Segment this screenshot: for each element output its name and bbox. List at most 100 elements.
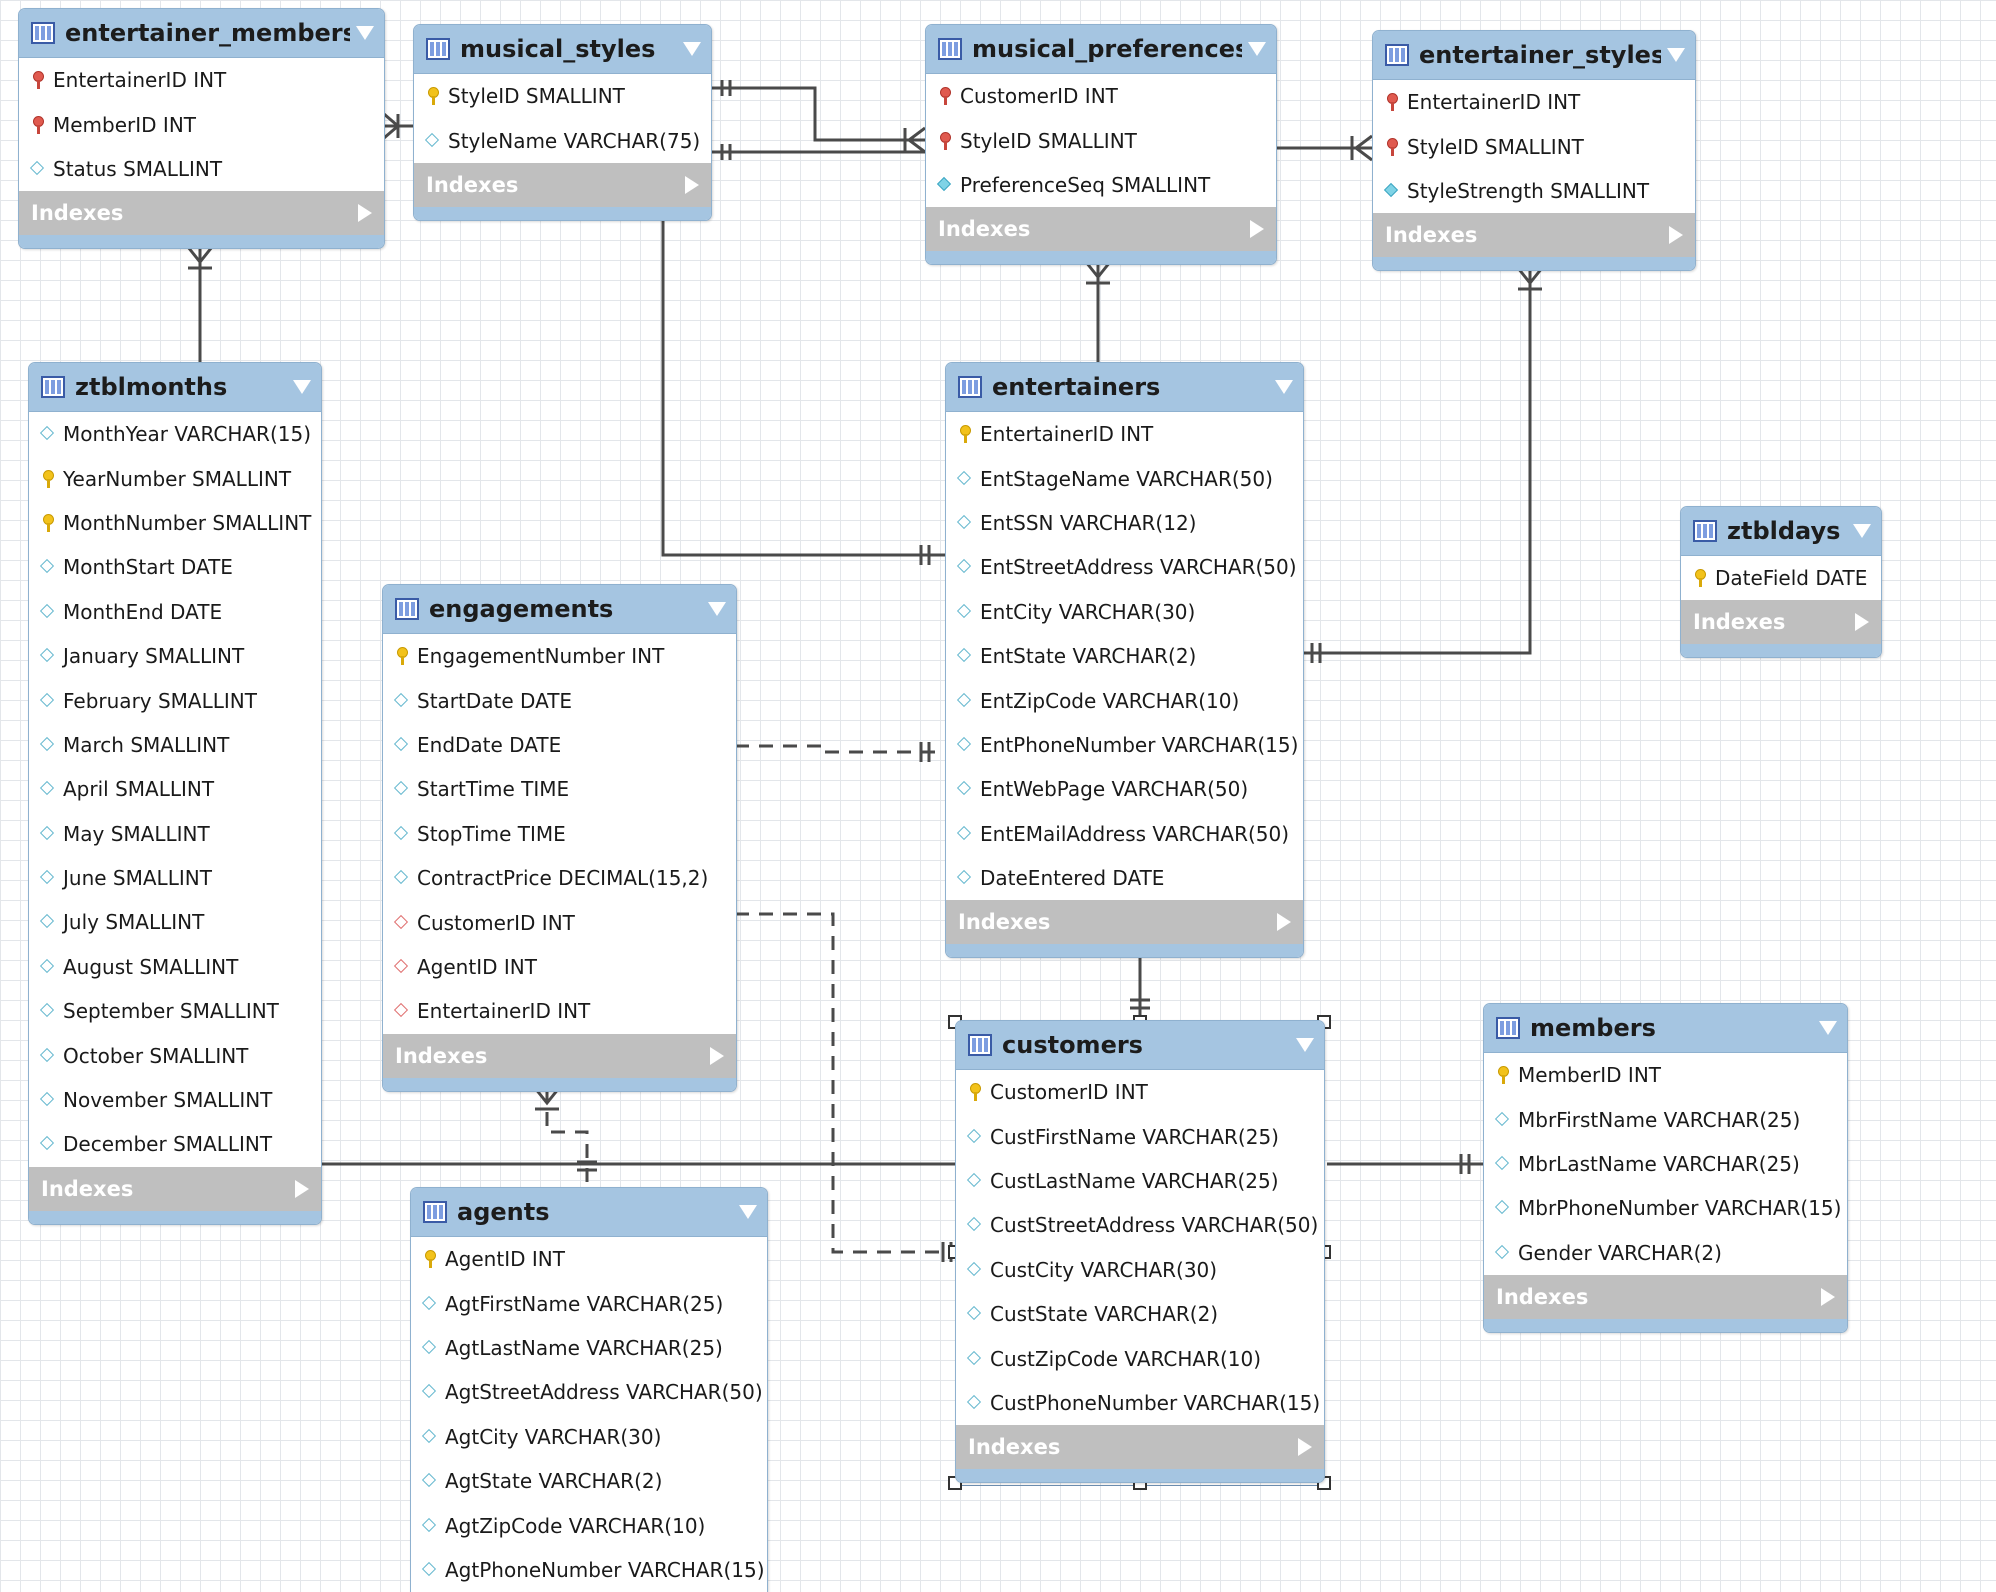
column-row[interactable]: May SMALLINT [29, 812, 321, 856]
column-row[interactable]: MonthEnd DATE [29, 590, 321, 634]
column-row[interactable]: AgtFirstName VARCHAR(25) [411, 1281, 767, 1325]
indexes-bar[interactable]: Indexes [1681, 600, 1881, 645]
expand-arrow-icon[interactable] [1298, 1438, 1312, 1457]
collapse-toggle-icon[interactable] [683, 42, 701, 56]
column-row[interactable]: CustState VARCHAR(2) [956, 1292, 1324, 1336]
table-header[interactable]: entertainer_styles [1373, 31, 1695, 80]
table-header[interactable]: entertainers [946, 363, 1303, 412]
collapse-toggle-icon[interactable] [708, 602, 726, 616]
column-row[interactable]: DateField DATE [1681, 556, 1881, 600]
indexes-bar[interactable]: Indexes [414, 162, 711, 207]
table-header[interactable]: customers [956, 1021, 1324, 1070]
indexes-bar[interactable]: Indexes [1484, 1274, 1847, 1319]
indexes-bar[interactable]: Indexes [956, 1425, 1324, 1470]
column-row[interactable]: MbrFirstName VARCHAR(25) [1484, 1097, 1847, 1141]
collapse-toggle-icon[interactable] [1248, 42, 1266, 56]
column-row[interactable]: CustCity VARCHAR(30) [956, 1248, 1324, 1292]
column-row[interactable]: AgtPhoneNumber VARCHAR(15) [411, 1548, 767, 1592]
table-header[interactable]: members [1484, 1004, 1847, 1053]
column-row[interactable]: December SMALLINT [29, 1122, 321, 1166]
column-row[interactable]: EntZipCode VARCHAR(10) [946, 678, 1303, 722]
column-row[interactable]: EntState VARCHAR(2) [946, 634, 1303, 678]
column-row[interactable]: MemberID INT [1484, 1053, 1847, 1097]
indexes-bar[interactable]: Indexes [29, 1166, 321, 1211]
column-row[interactable]: October SMALLINT [29, 1033, 321, 1077]
column-row[interactable]: AgtState VARCHAR(2) [411, 1459, 767, 1503]
column-row[interactable]: StyleID SMALLINT [414, 74, 711, 118]
column-row[interactable]: MonthStart DATE [29, 545, 321, 589]
column-row[interactable]: EntWebPage VARCHAR(50) [946, 767, 1303, 811]
column-row[interactable]: November SMALLINT [29, 1078, 321, 1122]
table-header[interactable]: entertainer_members [19, 9, 384, 58]
column-row[interactable]: MemberID INT [19, 102, 384, 146]
table-header[interactable]: musical_preferences [926, 25, 1276, 74]
column-row[interactable]: YearNumber SMALLINT [29, 456, 321, 500]
collapse-toggle-icon[interactable] [293, 380, 311, 394]
collapse-toggle-icon[interactable] [739, 1205, 757, 1219]
indexes-bar[interactable]: Indexes [1373, 213, 1695, 258]
column-row[interactable]: StyleID SMALLINT [1373, 124, 1695, 168]
expand-arrow-icon[interactable] [1855, 613, 1869, 632]
column-row[interactable]: EntSSN VARCHAR(12) [946, 501, 1303, 545]
expand-arrow-icon[interactable] [358, 204, 372, 223]
column-row[interactable]: StopTime TIME [383, 812, 736, 856]
column-row[interactable]: StartDate DATE [383, 678, 736, 722]
indexes-bar[interactable]: Indexes [946, 900, 1303, 945]
column-row[interactable]: EntCity VARCHAR(30) [946, 590, 1303, 634]
column-row[interactable]: CustPhoneNumber VARCHAR(15) [956, 1381, 1324, 1425]
column-row[interactable]: PreferenceSeq SMALLINT [926, 163, 1276, 207]
collapse-toggle-icon[interactable] [1275, 380, 1293, 394]
column-row[interactable]: CustFirstName VARCHAR(25) [956, 1114, 1324, 1158]
column-row[interactable]: EntStreetAddress VARCHAR(50) [946, 545, 1303, 589]
column-row[interactable]: April SMALLINT [29, 767, 321, 811]
column-row[interactable]: EntertainerID INT [383, 989, 736, 1033]
column-row[interactable]: August SMALLINT [29, 945, 321, 989]
column-row[interactable]: CustomerID INT [383, 900, 736, 944]
column-row[interactable]: EntEMailAddress VARCHAR(50) [946, 812, 1303, 856]
column-row[interactable]: EndDate DATE [383, 723, 736, 767]
column-row[interactable]: StyleID SMALLINT [926, 118, 1276, 162]
column-row[interactable]: AgtZipCode VARCHAR(10) [411, 1503, 767, 1547]
collapse-toggle-icon[interactable] [1667, 48, 1685, 62]
column-row[interactable]: March SMALLINT [29, 723, 321, 767]
column-row[interactable]: AgtStreetAddress VARCHAR(50) [411, 1370, 767, 1414]
expand-arrow-icon[interactable] [295, 1179, 309, 1198]
indexes-bar[interactable]: Indexes [19, 191, 384, 236]
column-row[interactable]: Gender VARCHAR(2) [1484, 1231, 1847, 1275]
expand-arrow-icon[interactable] [685, 175, 699, 194]
collapse-toggle-icon[interactable] [1819, 1021, 1837, 1035]
column-row[interactable]: September SMALLINT [29, 989, 321, 1033]
column-row[interactable]: Status SMALLINT [19, 147, 384, 191]
column-row[interactable]: EntertainerID INT [1373, 80, 1695, 124]
expand-arrow-icon[interactable] [1669, 226, 1683, 245]
column-row[interactable]: AgentID INT [411, 1237, 767, 1281]
column-row[interactable]: MonthNumber SMALLINT [29, 501, 321, 545]
column-row[interactable]: February SMALLINT [29, 678, 321, 722]
table-header[interactable]: ztblmonths [29, 363, 321, 412]
column-row[interactable]: EngagementNumber INT [383, 634, 736, 678]
column-row[interactable]: CustLastName VARCHAR(25) [956, 1159, 1324, 1203]
column-row[interactable]: CustomerID INT [956, 1070, 1324, 1114]
indexes-bar[interactable]: Indexes [383, 1033, 736, 1078]
column-row[interactable]: StyleStrength SMALLINT [1373, 169, 1695, 213]
column-row[interactable]: MonthYear VARCHAR(15) [29, 412, 321, 456]
column-row[interactable]: June SMALLINT [29, 856, 321, 900]
column-row[interactable]: DateEntered DATE [946, 856, 1303, 900]
column-row[interactable]: EntPhoneNumber VARCHAR(15) [946, 723, 1303, 767]
expand-arrow-icon[interactable] [1821, 1287, 1835, 1306]
expand-arrow-icon[interactable] [1250, 220, 1264, 239]
column-row[interactable]: CustStreetAddress VARCHAR(50) [956, 1203, 1324, 1247]
column-row[interactable]: AgentID INT [383, 945, 736, 989]
table-header[interactable]: ztbldays [1681, 507, 1881, 556]
column-row[interactable]: January SMALLINT [29, 634, 321, 678]
